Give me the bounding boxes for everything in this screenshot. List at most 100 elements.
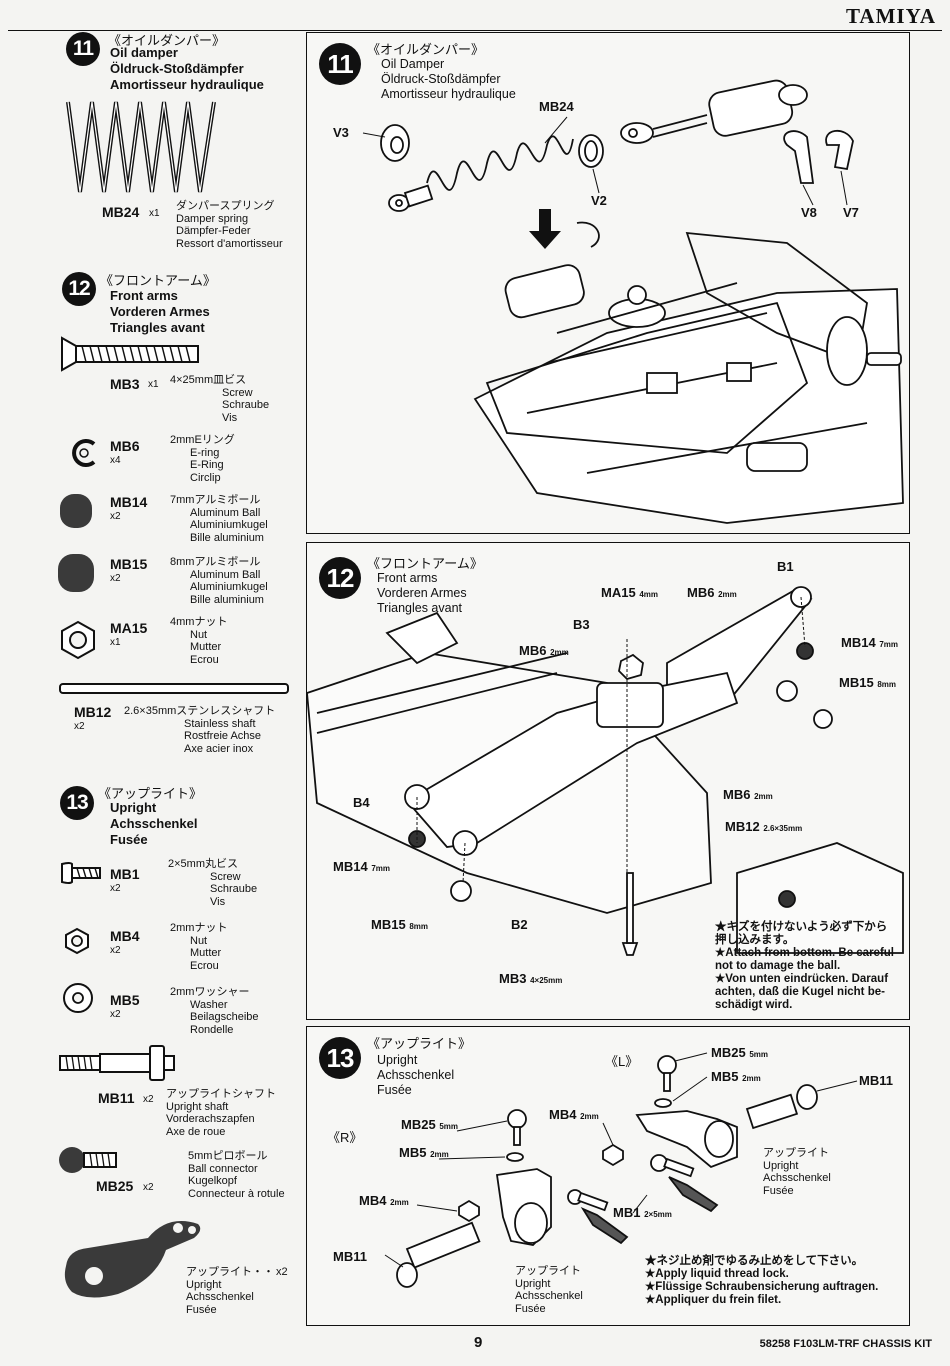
left-parts-column: 11 《オイルダンパー》 Oil damper Öldruck-Stoßdämp…	[0, 0, 300, 1366]
mb15-part-no: MB15	[110, 556, 148, 572]
front-arms-drawing	[306, 586, 904, 956]
step-12-note: ★キズを付けないよう必ず下から押し込みます。★Attach from botto…	[715, 921, 894, 1011]
mb3-part-no: MB3	[110, 376, 140, 392]
step-13-badge: 13	[60, 786, 94, 820]
mb11-qty: x2	[143, 1094, 154, 1105]
damper-spring-drawing	[66, 101, 216, 193]
upright-part-icon	[64, 1221, 201, 1298]
mb14-qty: x2	[110, 511, 121, 522]
label-mb4-r: MB4 2mm	[359, 1193, 409, 1208]
label-b1: B1	[777, 559, 794, 574]
mb6-part-no: MB6	[110, 438, 140, 454]
label-mb25-l: MB25 5mm	[711, 1045, 768, 1060]
page-number: 9	[474, 1334, 483, 1351]
hex-nut-2mm-icon	[65, 927, 89, 955]
label-mb14-right: MB14 7mm	[841, 635, 898, 650]
upright-assembly-drawing	[384, 1052, 858, 1288]
round-screw-icon	[61, 862, 101, 884]
label-b3: B3	[573, 617, 590, 632]
ball-connector-icon	[59, 1147, 117, 1173]
label-mb5-l: MB5 2mm	[711, 1069, 761, 1084]
step-11-badge: 11	[66, 32, 100, 66]
title-de: Öldruck-Stoßdämpfer	[110, 61, 244, 76]
step-13-panel-jp: 《アップライト》	[367, 1036, 472, 1051]
label-b2: B2	[511, 917, 528, 932]
mb1-qty: x2	[110, 883, 121, 894]
label-mb24: MB24	[539, 99, 574, 114]
right-side-label: 《R》	[327, 1130, 363, 1145]
mb14-part-no: MB14	[110, 494, 148, 510]
step-11-jp-title: 《オイルダンパー》	[108, 33, 226, 48]
label-mb12: MB12 2.6×35mm	[725, 819, 803, 834]
mb24-qty: x1	[149, 208, 160, 219]
mb25-qty: x2	[143, 1182, 154, 1193]
label-mb14-left: MB14 7mm	[333, 859, 390, 874]
damper-exploded-drawing	[362, 79, 904, 524]
aluminum-ball-7mm-icon	[60, 494, 92, 528]
step-12-badge: 12	[62, 272, 96, 306]
label-v3: V3	[333, 125, 349, 140]
label-mb11-l: MB11	[859, 1073, 893, 1088]
upright-shaft-icon	[59, 1045, 175, 1081]
header-rule	[8, 30, 942, 31]
label-v7: V7	[843, 205, 859, 220]
hex-nut-4mm-icon	[61, 620, 95, 660]
step-12-panel-jp: 《フロントアーム》	[367, 556, 483, 571]
ma15-part-no: MA15	[110, 620, 148, 636]
label-mb11-r: MB11	[333, 1249, 367, 1264]
left-side-label: 《L》	[605, 1054, 639, 1069]
title-en: Oil damper	[110, 45, 178, 60]
brand-logo-text: TAMIYA	[845, 4, 936, 28]
mb4-part-no: MB4	[110, 928, 140, 944]
label-mb15-left: MB15 8mm	[371, 917, 428, 932]
step-12-panel-badge: 12	[319, 557, 361, 599]
mb24-part-no: MB24	[102, 204, 140, 220]
label-mb6-left: MB6 2mm	[519, 643, 569, 658]
label-mb6-top: MB6 2mm	[687, 585, 737, 600]
ma15-qty: x1	[110, 637, 121, 648]
label-mb3: MB3 4×25mm	[499, 971, 563, 986]
step-13-note: ★ネジ止め剤でゆるみ止めをして下さい。★Apply liquid thread …	[645, 1255, 879, 1306]
mb5-part-no: MB5	[110, 992, 140, 1008]
title-fr: Amortisseur hydraulique	[110, 77, 264, 92]
washer-icon	[63, 983, 93, 1013]
step-12-jp-title: 《フロントアーム》	[100, 273, 216, 288]
label-mb25-r: MB25 5mm	[401, 1117, 458, 1132]
mb15-qty: x2	[110, 573, 121, 584]
label-mb5-r: MB5 2mm	[399, 1145, 449, 1160]
label-v8: V8	[801, 205, 817, 220]
step-13-jp-title: 《アップライト》	[98, 786, 203, 801]
step-11-titles: Oil damper Öldruck-Stoßdämpfer Amortisse…	[110, 45, 264, 93]
label-v2: V2	[591, 193, 607, 208]
kit-name: 58258 F103LM-TRF CHASSIS KIT	[759, 1338, 932, 1350]
step-11-panel-jp: 《オイルダンパー》	[367, 42, 485, 57]
aluminum-ball-8mm-icon	[58, 554, 94, 592]
label-mb1: MB1 2×5mm	[613, 1205, 672, 1220]
mb3-screw-icon	[61, 336, 199, 372]
mb4-qty: x2	[110, 945, 121, 956]
label-b4: B4	[353, 795, 370, 810]
mb12-part-no: MB12	[74, 704, 112, 720]
step-13-panel-badge: 13	[319, 1037, 361, 1079]
stainless-shaft-icon	[59, 683, 289, 694]
mb5-qty: x2	[110, 1009, 121, 1020]
